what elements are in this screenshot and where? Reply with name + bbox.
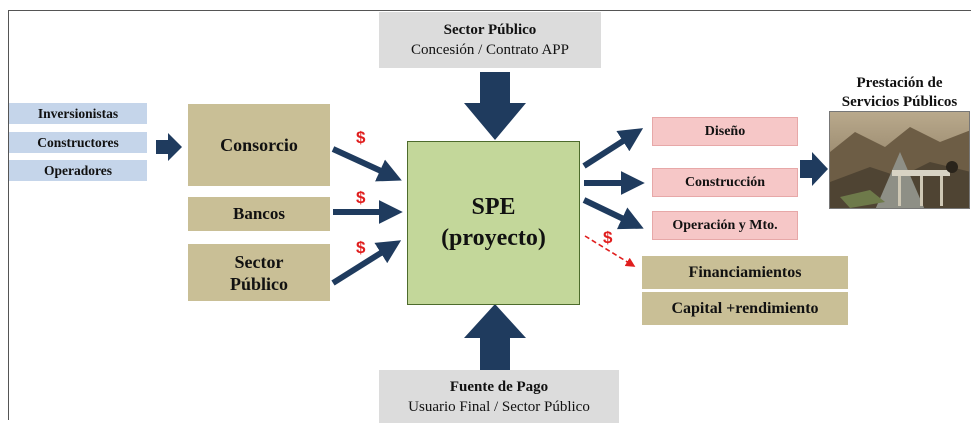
arrow-spe-to-finance [584, 235, 636, 267]
infrastructure-photo [829, 111, 970, 209]
arrow-sector-to-spe [331, 240, 402, 286]
spe-project-box: SPE (proyecto) [407, 141, 580, 305]
arrow-to-services [800, 152, 828, 186]
spe-title: SPE [471, 194, 516, 220]
finance-capital: Capital +rendimiento [642, 292, 848, 325]
arrow-spe-to-operacion [582, 197, 644, 230]
diagram-frame [8, 10, 971, 420]
spe-subtitle: (proyecto) [441, 225, 546, 251]
photo-illustration [830, 112, 969, 208]
label-operadores: Operadores [9, 160, 147, 181]
sector-publico-box: Sector Público [188, 244, 330, 301]
top-box-title: Sector Público [443, 22, 537, 38]
money-symbol-finance: $ [603, 228, 613, 247]
money-symbol-consorcio: $ [356, 128, 366, 147]
output-construccion: Construcción [652, 168, 798, 197]
arrow-spe-to-diseno [582, 128, 644, 169]
arrow-from-bottom [464, 304, 526, 370]
output-diseno: Diseño [652, 117, 798, 146]
arrow-consorcio-to-spe [331, 146, 402, 182]
bottom-box-subtitle: Usuario Final / Sector Público [408, 398, 590, 415]
services-title: Prestación de Servicios Públicos [841, 75, 958, 110]
finance-financiamientos: Financiamientos [642, 256, 848, 289]
money-symbol-bancos: $ [356, 188, 366, 207]
arrow-from-top [464, 72, 526, 140]
bancos-box: Bancos [188, 197, 330, 231]
output-operacion: Operación y Mto. [652, 211, 798, 240]
consorcio-box: Consorcio [188, 104, 330, 186]
money-symbol-sector: $ [356, 238, 366, 257]
label-constructores: Constructores [9, 132, 147, 153]
bottom-box-title: Fuente de Pago [449, 378, 549, 395]
bottom-fuente-pago-box: Fuente de Pago Usuario Final / Sector Pú… [379, 370, 619, 423]
arrow-labels-to-consorcio [156, 133, 182, 161]
top-box-subtitle: Concesión / Contrato APP [411, 42, 569, 58]
top-sector-publico-box: Sector Público Concesión / Contrato APP [379, 12, 601, 68]
label-inversionistas: Inversionistas [9, 103, 147, 124]
